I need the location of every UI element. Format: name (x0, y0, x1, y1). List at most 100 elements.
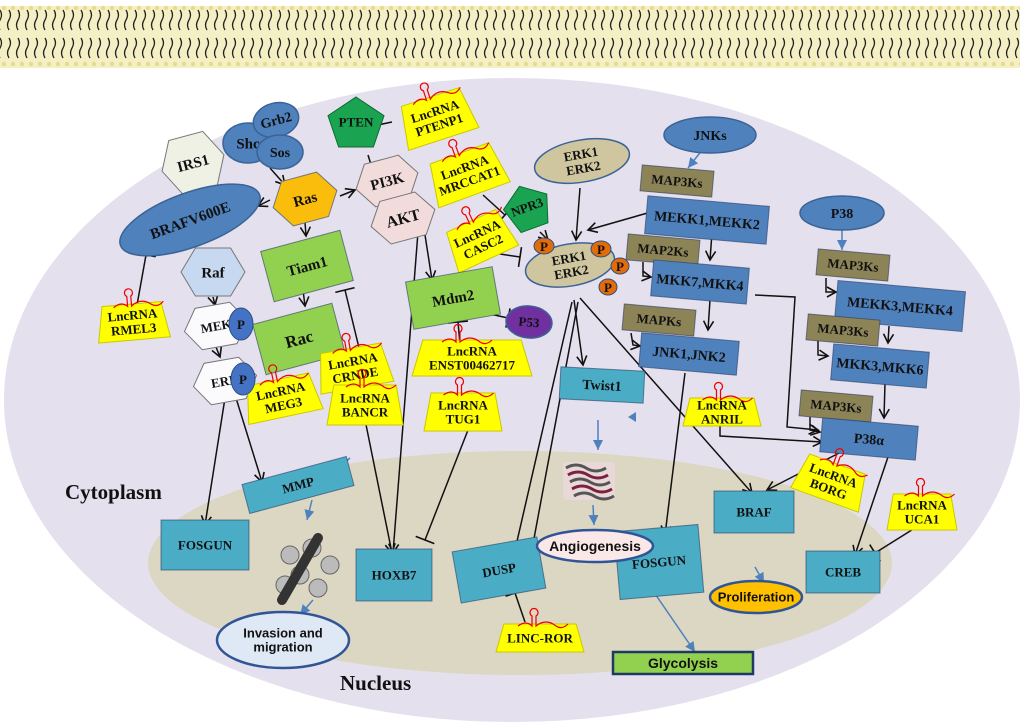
label-line: LncRNA (447, 343, 497, 358)
shc-label: Shc (236, 136, 260, 152)
node-casc2: LncRNACASC2 (445, 206, 520, 274)
linc-ror-label: LINC-ROR (507, 631, 573, 646)
rna-hairpin-icon (441, 139, 490, 163)
map3ks-2-shape (815, 248, 891, 282)
node-rmel3: LncRNARMEL3 (98, 288, 172, 344)
node-map2ks: MAP2Ks (625, 233, 701, 267)
raf-label: Raf (201, 265, 225, 281)
inhibition-line (505, 301, 573, 554)
angiogenesis-label: Angiogenesis (549, 538, 641, 554)
phospho-label: P (237, 317, 245, 332)
pi3k-shape (355, 154, 419, 208)
cytoplasm-label: Cytoplasm (65, 480, 162, 504)
hoxb7-label: HOXB7 (372, 568, 417, 583)
mkk74-shape (650, 259, 750, 305)
rna-hairpin-icon (904, 478, 955, 499)
inhibition-line (482, 194, 513, 223)
node-proliferation: Proliferation (708, 579, 804, 615)
node-sos: Sos (256, 134, 304, 170)
erk12-top-label: ERK1ERK2 (562, 144, 601, 179)
p38a-shape (819, 417, 919, 461)
node-twist1: Twist1 (558, 366, 646, 404)
label-line: ERK1 (550, 248, 587, 269)
node-npr3: NPR3 (502, 185, 549, 234)
twist1-label: Twist1 (582, 378, 622, 395)
label-line: JNK1,JNK2 (652, 345, 727, 366)
p38-shape (799, 195, 885, 231)
node-p53: P53 (505, 305, 553, 339)
activation-arrow (525, 301, 579, 562)
rna-hairpin-icon (345, 369, 397, 390)
small-triangle-icon (628, 412, 636, 422)
label-line: MAP3Ks (827, 255, 879, 274)
ptenp1-shape (400, 87, 480, 152)
phospho-label: P (239, 372, 247, 387)
node-map3ks-1: MAP3Ks (639, 164, 715, 198)
node-pten: PTEN (327, 96, 385, 148)
map2ks-label: MAP2Ks (637, 240, 689, 259)
node-dusp: DUSP (451, 536, 547, 604)
inhibition-line (499, 246, 523, 268)
twist1-shape (558, 366, 646, 404)
rna-hairpin-icon (332, 332, 383, 354)
label-line: Sos (270, 146, 291, 161)
borg-shape (789, 453, 866, 513)
activation-arrow (825, 278, 838, 298)
nucleus-label: Nucleus (340, 671, 411, 695)
node-jnks: JNKs (663, 116, 757, 154)
label-line: Angiogenesis (549, 538, 641, 554)
label-line: PTEN (339, 115, 374, 130)
node-linc-ror: LINC-ROR (495, 608, 585, 653)
rna-hairpin-icon (819, 448, 868, 478)
map3ks-3-shape (805, 313, 881, 347)
jnk12-label: JNK1,JNK2 (652, 345, 727, 366)
activation-arrow (579, 297, 754, 495)
cell-membrane (0, 5, 1020, 68)
node-mapks: MAPKs (621, 303, 697, 337)
node-tiam1: Tiam1 (260, 229, 354, 303)
label-line: Mdm2 (431, 288, 476, 311)
node-crnde: LncRNACRNDE (320, 332, 395, 395)
fosgun-left-shape (160, 519, 250, 571)
node-pi3k: PI3K (355, 154, 419, 208)
creb-label: CREB (825, 565, 861, 580)
mdm2-shape (404, 266, 502, 330)
phospho-label: P (597, 242, 605, 257)
node-erk12-top: ERK1ERK2 (533, 137, 631, 185)
label-line: MAP3Ks (817, 320, 869, 339)
label-line: ERK2 (565, 158, 602, 179)
fosgun-mid-label: FOSGUN (631, 552, 687, 572)
node-mrccat1: LncRNAMRCCAT1 (429, 139, 511, 209)
label-line: ANRIL (701, 412, 743, 427)
map3ks-1-shape (639, 164, 715, 198)
cell-invasion-image (275, 533, 340, 605)
phospho-icon (598, 278, 618, 296)
label-line: ERK2 (553, 262, 590, 283)
sos-label: Sos (270, 146, 291, 161)
glycolysis-shape (611, 650, 755, 676)
label-line: P53 (518, 314, 541, 331)
node-akt: AKT (370, 191, 436, 245)
tug1-shape (423, 392, 503, 432)
map3ks-2-label: MAP3Ks (827, 255, 879, 274)
map3ks-4-label: MAP3Ks (810, 396, 862, 415)
outcome-arrow (304, 499, 315, 521)
node-mekk34: MEKK3,MEKK4 (833, 279, 967, 333)
node-creb: CREB (805, 550, 881, 594)
phospho-badge: P (228, 307, 254, 341)
map3ks-1-label: MAP3Ks (651, 171, 703, 190)
phospho-badge: P (230, 362, 256, 396)
label-line: Shc (236, 136, 260, 152)
map3ks-3-label: MAP3Ks (817, 320, 869, 339)
label-line: P38α (853, 432, 885, 450)
rna-hairpin-icon (412, 82, 461, 106)
label-line: Twist1 (582, 378, 622, 395)
rmel3-shape (98, 300, 172, 344)
meg3-shape (247, 372, 324, 426)
invasion-shape (215, 610, 351, 670)
p53-label: P53 (518, 314, 541, 331)
